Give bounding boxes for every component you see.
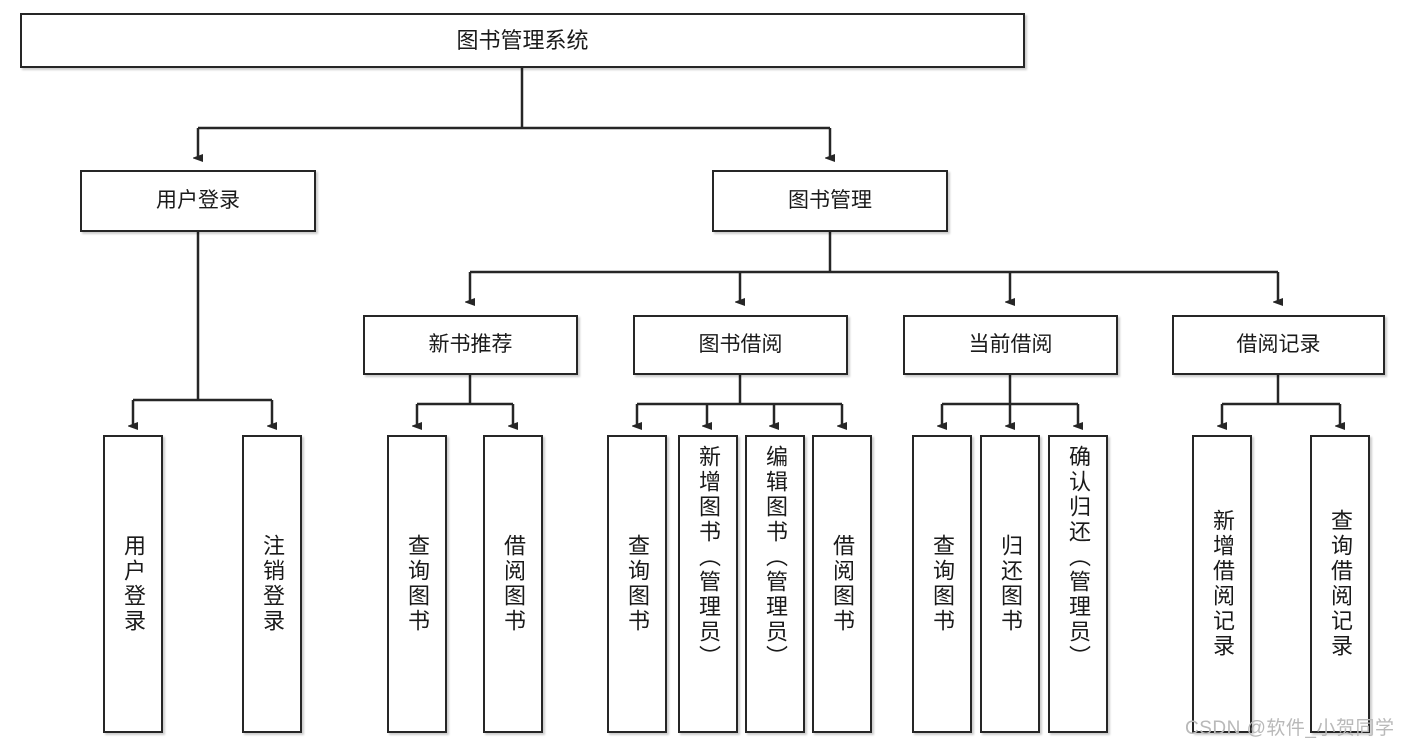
node-borrow-record-label: 借阅记录 — [1236, 332, 1321, 356]
leaf-confirm-return-admin-label: 确认归还（管理员） — [1066, 445, 1091, 670]
node-book-management-label: 图书管理 — [788, 188, 872, 212]
leaf-query-borrow-record[interactable]: 查询借阅记录 — [1310, 435, 1370, 733]
leaf-query-book-current-label: 查询图书 — [930, 534, 955, 634]
leaf-logout[interactable]: 注销登录 — [242, 435, 302, 733]
node-new-book-recommend[interactable]: 新书推荐 — [363, 315, 578, 375]
leaf-add-borrow-record[interactable]: 新增借阅记录 — [1192, 435, 1252, 733]
node-current-borrow-label: 当前借阅 — [968, 332, 1053, 356]
leaf-add-book-admin[interactable]: 新增图书（管理员） — [678, 435, 738, 733]
node-root-label: 图书管理系统 — [456, 27, 589, 53]
leaf-return-book-label: 归还图书 — [998, 534, 1023, 634]
node-book-borrow-label: 图书借阅 — [698, 332, 783, 356]
leaf-confirm-return-admin[interactable]: 确认归还（管理员） — [1048, 435, 1108, 733]
leaf-query-book-borrow[interactable]: 查询图书 — [607, 435, 667, 733]
node-user-login-label: 用户登录 — [156, 188, 240, 212]
leaf-add-borrow-record-label: 新增借阅记录 — [1210, 509, 1235, 659]
node-current-borrow[interactable]: 当前借阅 — [903, 315, 1118, 375]
csdn-watermark: CSDN @软件_小贺同学 — [1185, 718, 1395, 739]
leaf-logout-label: 注销登录 — [260, 534, 285, 634]
node-book-management[interactable]: 图书管理 — [712, 170, 948, 232]
node-borrow-record[interactable]: 借阅记录 — [1172, 315, 1385, 375]
leaf-borrow-book-label: 借阅图书 — [830, 534, 855, 634]
leaf-query-book-current[interactable]: 查询图书 — [912, 435, 972, 733]
leaf-query-book-recommend-label: 查询图书 — [405, 534, 430, 634]
node-root[interactable]: 图书管理系统 — [20, 13, 1025, 68]
leaf-add-book-admin-label: 新增图书（管理员） — [696, 445, 721, 670]
leaf-borrow-book-recommend[interactable]: 借阅图书 — [483, 435, 543, 733]
node-book-borrow[interactable]: 图书借阅 — [633, 315, 848, 375]
leaf-user-login[interactable]: 用户登录 — [103, 435, 163, 733]
leaf-query-book-recommend[interactable]: 查询图书 — [387, 435, 447, 733]
node-user-login[interactable]: 用户登录 — [80, 170, 316, 232]
leaf-borrow-book-recommend-label: 借阅图书 — [501, 534, 526, 634]
leaf-user-login-label: 用户登录 — [121, 534, 146, 634]
leaf-borrow-book[interactable]: 借阅图书 — [812, 435, 872, 733]
leaf-return-book[interactable]: 归还图书 — [980, 435, 1040, 733]
leaf-query-borrow-record-label: 查询借阅记录 — [1328, 509, 1353, 659]
leaf-query-book-borrow-label: 查询图书 — [625, 534, 650, 634]
node-new-book-recommend-label: 新书推荐 — [428, 332, 513, 356]
leaf-edit-book-admin[interactable]: 编辑图书（管理员） — [745, 435, 805, 733]
leaf-edit-book-admin-label: 编辑图书（管理员） — [763, 445, 788, 670]
